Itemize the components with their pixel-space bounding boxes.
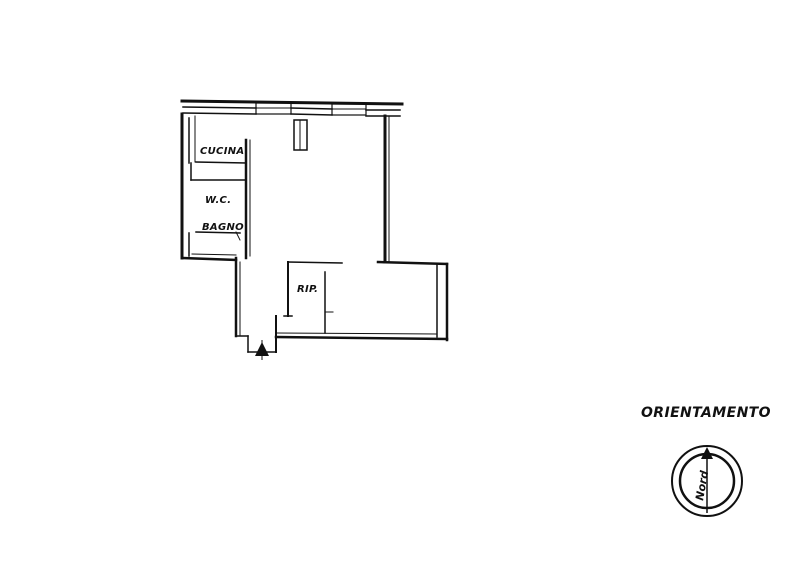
storage-room-walls: [283, 261, 343, 334]
top-wall: [180, 99, 404, 117]
room-label-bath: BAGNO: [202, 222, 244, 233]
room-label-kitchen: CUCINA: [200, 146, 244, 157]
corridor-walls: [234, 256, 277, 353]
room-label-wc: W.C.: [205, 195, 231, 206]
left-wall: [180, 112, 238, 262]
bottom-wall: [274, 335, 449, 341]
right-extension: [376, 260, 449, 342]
room-label-storage: RIP.: [297, 284, 318, 295]
entrance-arrow-icon: [255, 340, 269, 360]
service-partition: [190, 138, 251, 260]
north-label: Nord: [693, 470, 711, 502]
north-compass-icon: Nord: [671, 445, 743, 517]
orientation-title: ORIENTAMENTO: [641, 405, 771, 421]
